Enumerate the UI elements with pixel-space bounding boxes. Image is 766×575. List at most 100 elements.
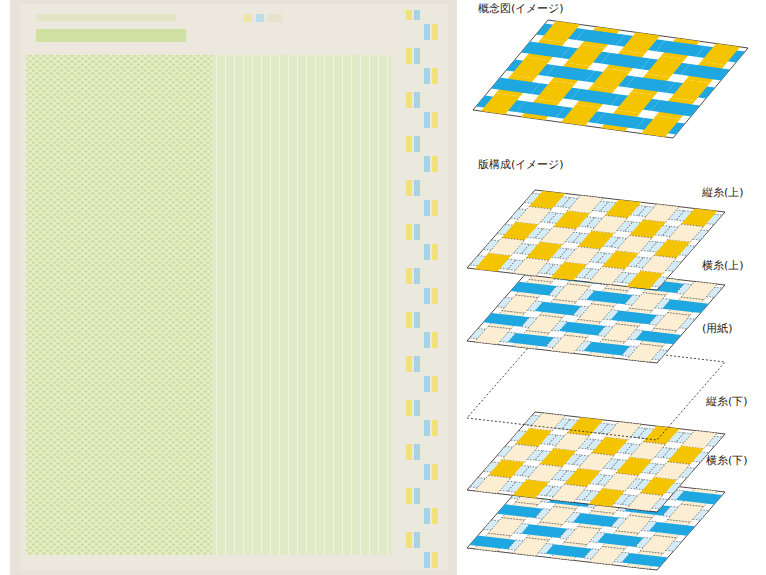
warp-piece bbox=[526, 464, 562, 482]
weft-thread bbox=[651, 100, 700, 116]
plate-cell bbox=[663, 224, 709, 242]
weave-cell bbox=[681, 62, 730, 83]
warp-piece bbox=[553, 211, 589, 229]
warp-piece bbox=[551, 262, 587, 280]
plate-cell bbox=[663, 297, 709, 315]
sheet bbox=[20, 4, 448, 570]
warp-thread bbox=[671, 80, 710, 101]
paper-layer bbox=[467, 340, 725, 440]
warp-piece bbox=[551, 484, 587, 502]
weft-piece bbox=[511, 282, 557, 296]
warp-piece bbox=[589, 547, 625, 565]
concept-weave bbox=[473, 20, 748, 138]
weave-cell bbox=[666, 80, 715, 101]
plate-cell bbox=[676, 431, 722, 449]
plate-cell bbox=[635, 477, 681, 495]
weft-piece bbox=[483, 313, 529, 327]
warp-piece bbox=[475, 475, 511, 493]
weft-piece bbox=[663, 299, 709, 313]
weft-thread bbox=[546, 65, 595, 81]
sheet-title-bar bbox=[36, 29, 186, 42]
warp-thread bbox=[641, 116, 680, 137]
plate-cell bbox=[649, 313, 695, 331]
weft-piece bbox=[535, 302, 581, 316]
warp-piece bbox=[551, 335, 587, 353]
weft-thread bbox=[516, 101, 565, 117]
plate-cell bbox=[649, 462, 695, 480]
weft-piece bbox=[611, 311, 657, 325]
weft-thread bbox=[601, 53, 650, 69]
warp-piece bbox=[589, 267, 625, 285]
warp-piece bbox=[616, 235, 652, 253]
weft-thread bbox=[491, 78, 540, 94]
warp-piece bbox=[553, 433, 589, 451]
weave-print bbox=[212, 55, 392, 555]
weave-figures bbox=[467, 20, 748, 570]
plate-cell bbox=[676, 489, 722, 507]
layer-label: 縦糸(下) bbox=[706, 395, 748, 409]
warp-piece bbox=[627, 271, 663, 289]
warp-piece bbox=[629, 293, 665, 311]
section-heading: 版構成(イメージ) bbox=[478, 158, 564, 172]
plate-cell bbox=[622, 551, 668, 569]
plate-outline bbox=[467, 412, 725, 512]
warp-piece bbox=[475, 253, 511, 271]
weave-print bbox=[26, 55, 212, 555]
plate-cell bbox=[676, 209, 722, 227]
weft-piece bbox=[676, 491, 722, 505]
warp-piece bbox=[553, 284, 589, 302]
warp-piece bbox=[589, 489, 625, 507]
warp-piece bbox=[667, 504, 703, 522]
warp-piece bbox=[513, 538, 549, 556]
warp-piece bbox=[529, 191, 565, 209]
warp-thread bbox=[646, 56, 685, 77]
warp-thread bbox=[511, 57, 550, 78]
color-strip bbox=[400, 10, 442, 570]
weft-piece bbox=[559, 322, 605, 336]
warp-piece bbox=[502, 295, 538, 313]
warp-piece bbox=[640, 477, 676, 495]
warp-thread bbox=[616, 92, 655, 113]
weft-piece bbox=[497, 504, 543, 518]
plate-cell bbox=[635, 535, 681, 553]
weft-piece bbox=[635, 331, 681, 345]
plate-cell bbox=[663, 446, 709, 464]
warp-thread bbox=[591, 68, 630, 89]
weft-thread bbox=[571, 89, 620, 105]
sheet-mark bbox=[268, 14, 282, 22]
warp-piece bbox=[564, 469, 600, 487]
warp-piece bbox=[667, 224, 703, 242]
plate-cell bbox=[649, 520, 695, 538]
warp-piece bbox=[667, 446, 703, 464]
layer-label: 横糸(下) bbox=[706, 454, 748, 468]
plate-cell bbox=[622, 493, 668, 511]
warp-piece bbox=[591, 437, 627, 455]
warp-piece bbox=[602, 251, 638, 269]
weft-thread bbox=[681, 64, 730, 80]
print-plate bbox=[467, 263, 725, 363]
plate-cell bbox=[635, 255, 681, 273]
sheet-photo bbox=[10, 0, 457, 575]
print-plate bbox=[467, 412, 725, 512]
plate-cell bbox=[622, 344, 668, 362]
weave-cell bbox=[696, 44, 745, 65]
weft-piece bbox=[546, 544, 592, 558]
warp-piece bbox=[602, 473, 638, 491]
warp-piece bbox=[681, 431, 717, 449]
weft-thread bbox=[521, 42, 570, 58]
plate-cell bbox=[663, 504, 709, 522]
warp-thread bbox=[536, 81, 575, 102]
plate-cell bbox=[676, 282, 722, 300]
plate-outline bbox=[467, 190, 725, 290]
warp-piece bbox=[627, 493, 663, 511]
warp-piece bbox=[564, 527, 600, 545]
warp-piece bbox=[567, 195, 603, 213]
weft-piece bbox=[597, 533, 643, 547]
warp-piece bbox=[640, 535, 676, 553]
weft-thread bbox=[596, 112, 645, 128]
weft-thread bbox=[626, 76, 675, 92]
warp-piece bbox=[605, 422, 641, 440]
warp-thread bbox=[481, 93, 520, 114]
warp-piece bbox=[567, 417, 603, 435]
